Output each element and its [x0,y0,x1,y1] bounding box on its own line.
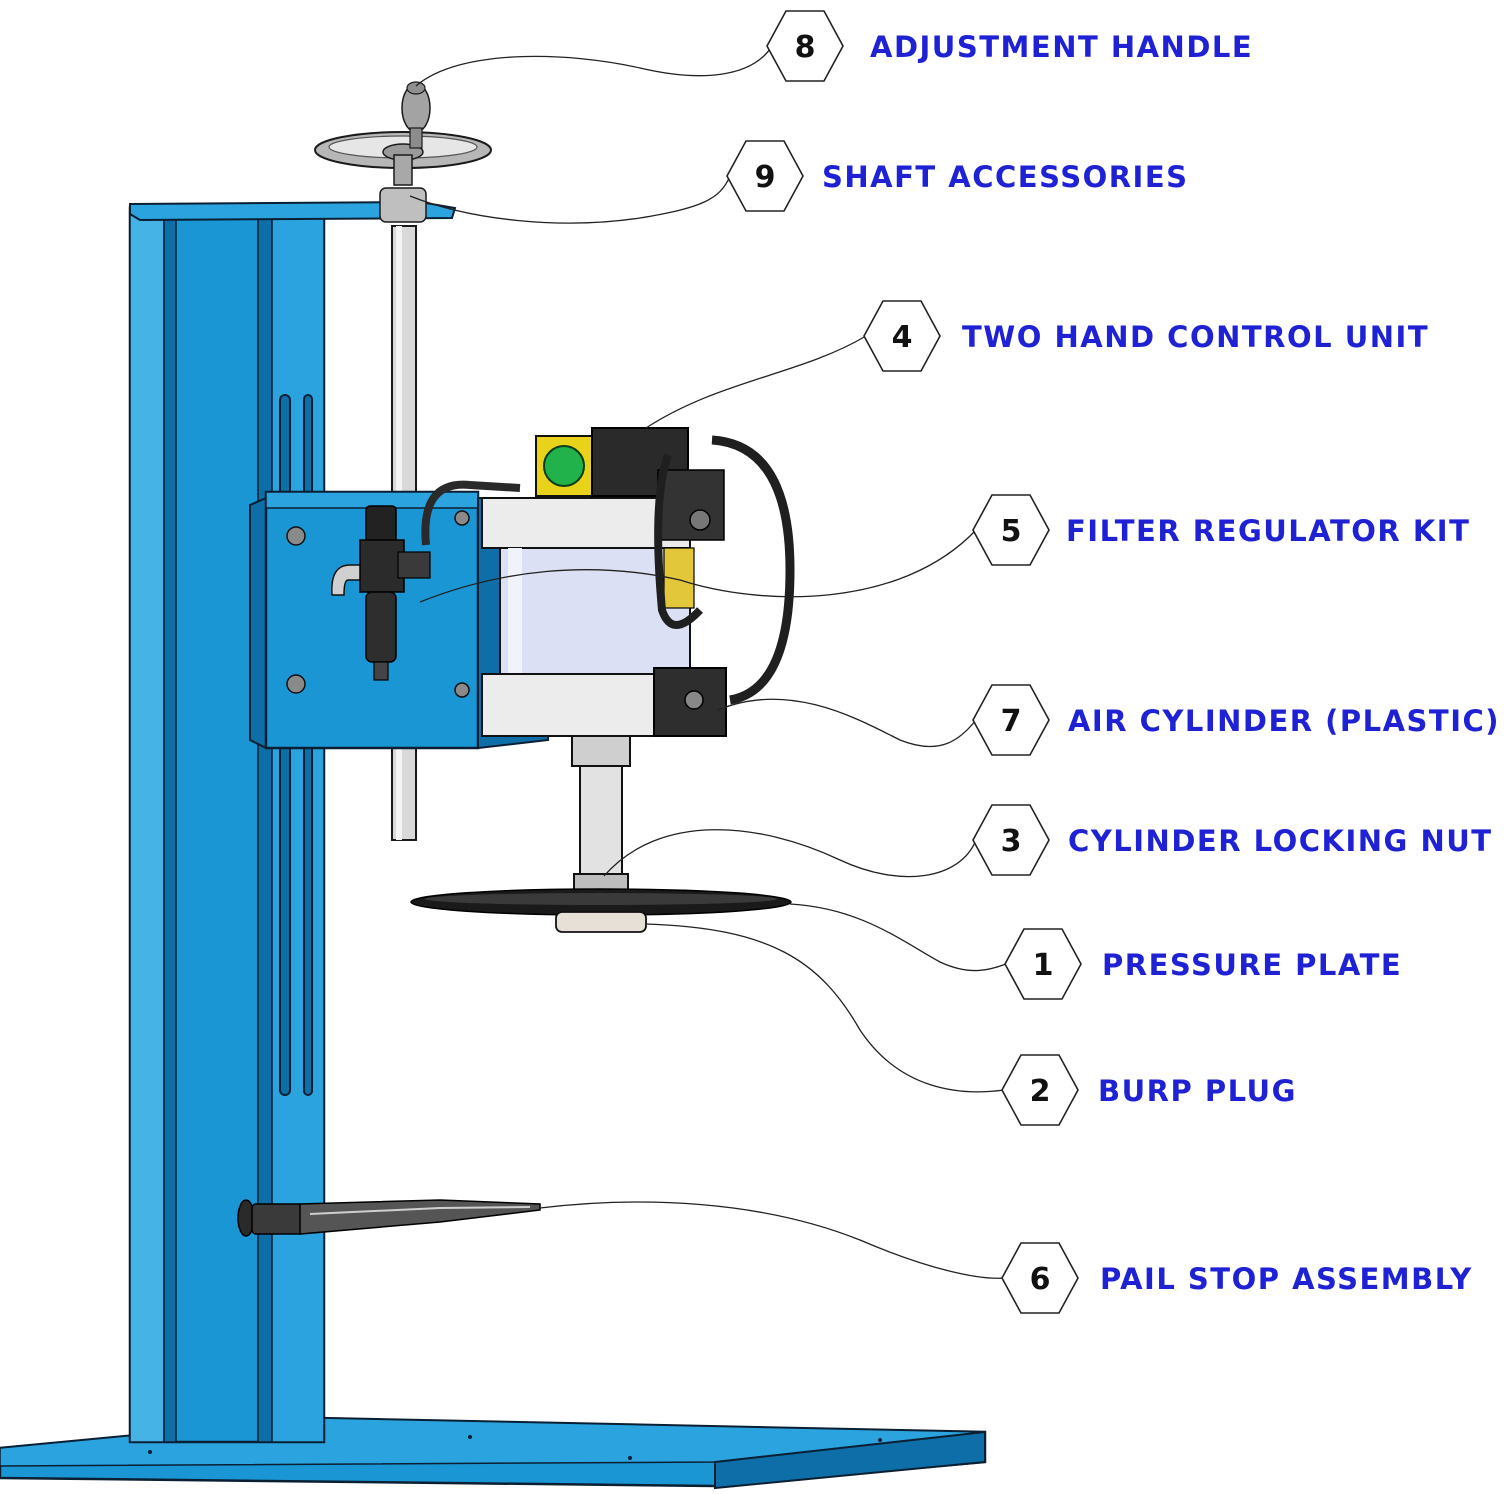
callout-9: 9 SHAFT ACCESSORIES [726,140,1189,212]
callout-hexagon [766,10,844,82]
callout-5: 5 FILTER REGULATOR KIT [972,494,1470,566]
callout-hexagon [726,140,804,212]
handwheel [314,81,492,186]
callout-number: 6 [1030,1262,1051,1297]
two-hand-control-unit [535,427,795,705]
leader-line-2 [645,923,1005,1093]
callout-label: FILTER REGULATOR KIT [1066,514,1470,548]
callout-hexagon [1001,1054,1079,1126]
callout-label: BURP PLUG [1098,1074,1297,1108]
callout-number: 5 [1001,514,1022,549]
callout-2: 2 BURP PLUG [1001,1054,1297,1126]
filter-regulator [331,480,521,681]
vertical-column [128,200,457,1444]
leader-line-7 [717,698,977,748]
leader-line-4 [645,335,867,429]
callout-label: SHAFT ACCESSORIES [822,160,1189,194]
callout-number: 8 [795,30,816,65]
callouts: 8 ADJUSTMENT HANDLE 9 SHAFT ACCESSORIES 4 TWO… [726,10,1500,1314]
callout-hexagon [863,300,941,372]
callout-label: ADJUSTMENT HANDLE [870,30,1253,64]
callout-label: PRESSURE PLATE [1102,948,1402,982]
burp-plug [555,911,647,933]
callout-label: PAIL STOP ASSEMBLY [1100,1262,1473,1296]
callout-number: 4 [892,320,913,355]
leader-line-3 [603,829,977,878]
callout-number: 1 [1033,948,1054,983]
leader-line-5 [419,529,977,603]
callout-number: 9 [755,160,776,195]
callout-label: AIR CYLINDER (PLASTIC) [1068,704,1500,738]
callout-1: 1 PRESSURE PLATE [1004,928,1402,1000]
leader-line-8 [415,45,773,87]
callout-hexagon [1001,1242,1079,1314]
callout-6: 6 PAIL STOP ASSEMBLY [1001,1242,1473,1314]
leader-lines [409,45,1007,1279]
callout-label: TWO HAND CONTROL UNIT [962,320,1429,354]
callout-hexagon [972,804,1050,876]
callout-number: 3 [1001,824,1022,859]
leader-line-9 [409,175,731,224]
callout-4: 4 TWO HAND CONTROL UNIT [863,300,1429,372]
callout-3: 3 CYLINDER LOCKING NUT [972,804,1493,876]
callout-hexagon [972,494,1050,566]
callout-7: 7 AIR CYLINDER (PLASTIC) [972,684,1500,756]
callout-number: 2 [1030,1074,1051,1109]
callout-8: 8 ADJUSTMENT HANDLE [766,10,1253,82]
callout-hexagon [1004,928,1082,1000]
press-machine-illustration [0,81,987,1490]
pail-stop-assembly [237,1199,541,1237]
leader-line-1 [789,903,1007,972]
callout-label: CYLINDER LOCKING NUT [1068,824,1493,858]
leader-line-6 [539,1201,1005,1279]
callout-number: 7 [1001,704,1022,739]
callout-hexagon [972,684,1050,756]
